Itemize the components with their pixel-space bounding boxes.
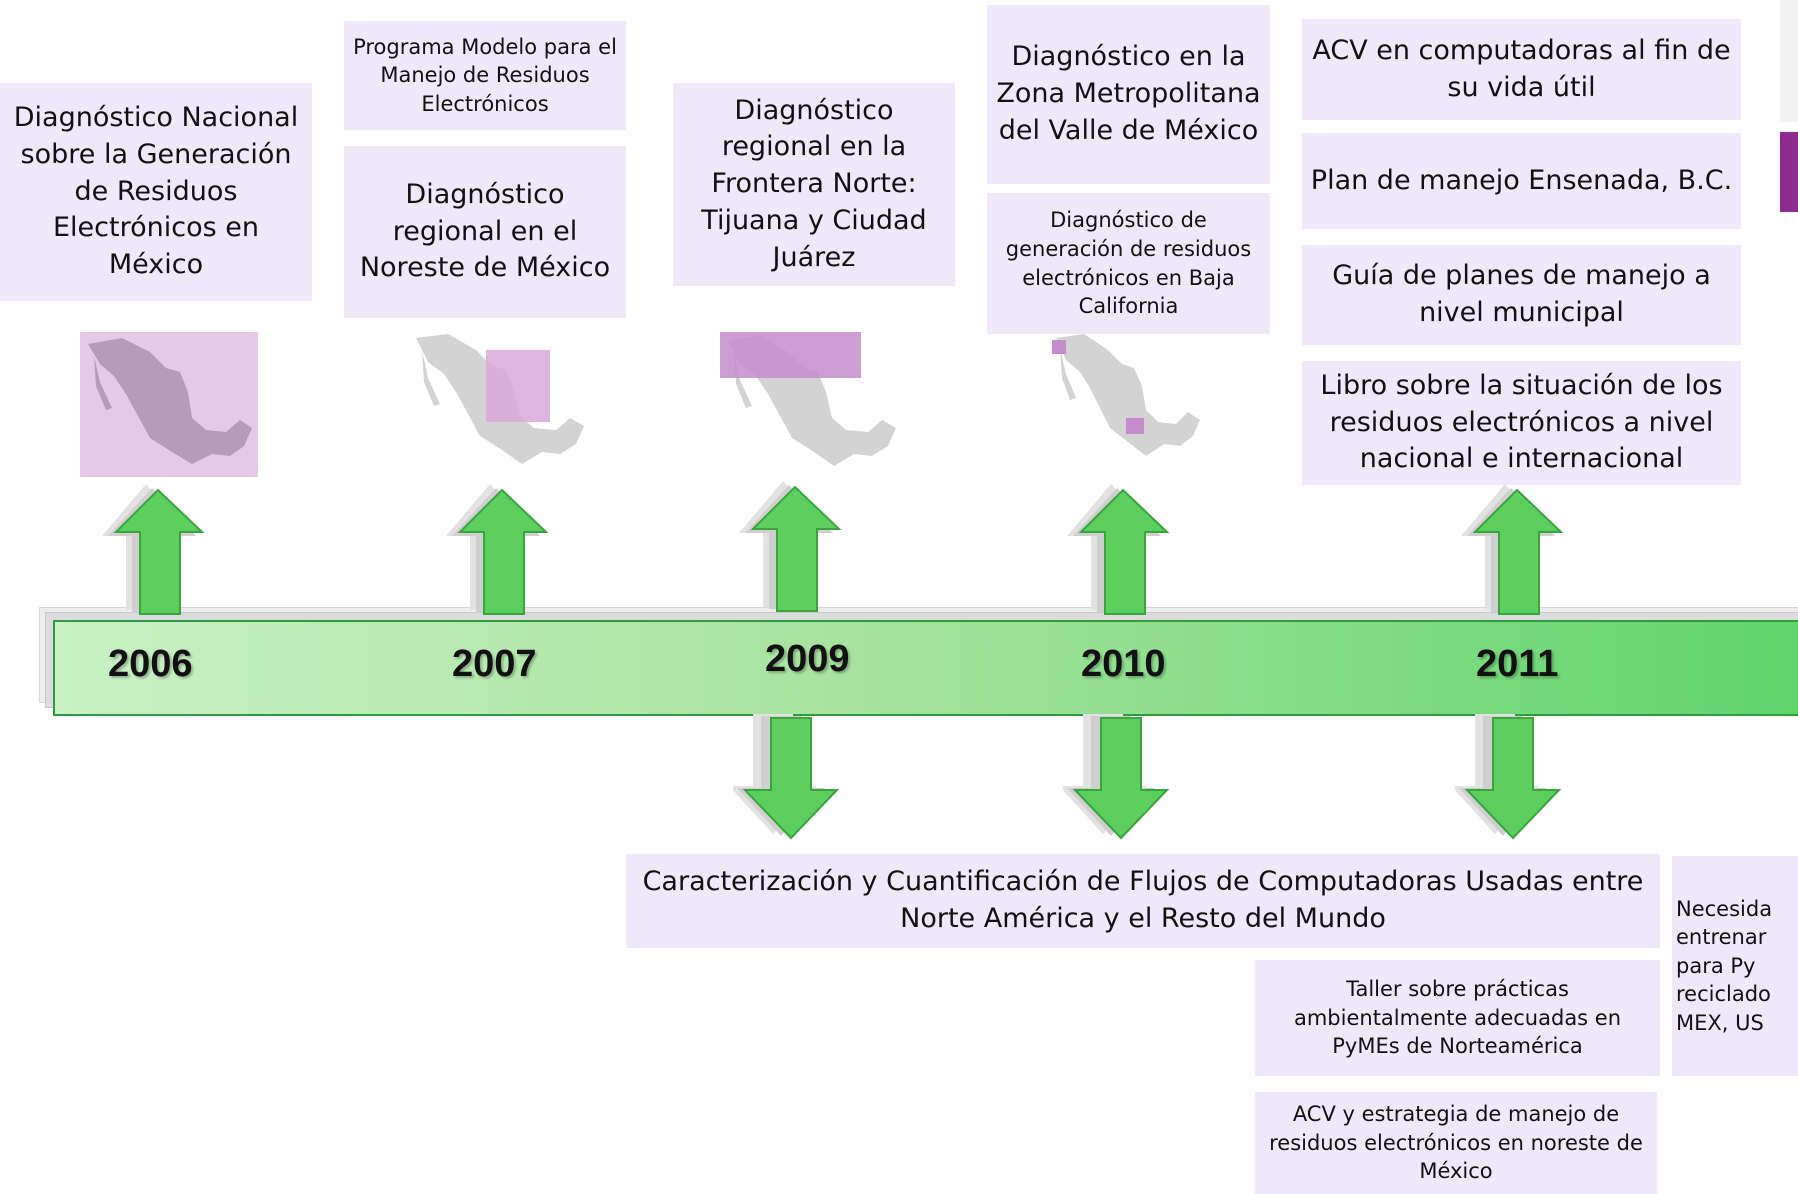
year-2009: 2009 <box>765 638 850 680</box>
box-2011-libro: Libro sobre la situación de los residuos… <box>1302 361 1741 485</box>
box-flujos: Caracterización y Cuantificación de Fluj… <box>626 854 1660 948</box>
box-2009-frontera: Diagnóstico regional en la Frontera Nort… <box>673 83 955 286</box>
timeline-bar <box>53 620 1798 716</box>
down-arrow-icon <box>733 714 840 840</box>
mexico-map-icon <box>720 332 896 466</box>
box-2007-noreste: Diagnóstico regional en el Noreste de Mé… <box>344 146 626 318</box>
box-acv-noreste: ACV y estrategia de manejo de residuos e… <box>1255 1092 1657 1194</box>
mexico-map-icon <box>416 334 584 464</box>
year-2010: 2010 <box>1081 643 1166 685</box>
box-taller: Taller sobre prácticas ambientalmente ad… <box>1255 960 1660 1076</box>
edge-panel <box>1780 0 1798 122</box>
mexico-map-icon <box>80 332 258 477</box>
year-2007: 2007 <box>452 643 537 685</box>
box-2007-programa: Programa Modelo para el Manejo de Residu… <box>344 21 626 130</box>
up-arrow-icon <box>102 484 205 615</box>
up-arrow-icon <box>1461 484 1564 615</box>
box-2010-bc: Diagnóstico de generación de residuos el… <box>987 193 1270 334</box>
box-2011-acv: ACV en computadoras al fin de su vida út… <box>1302 19 1741 120</box>
year-2011: 2011 <box>1476 643 1559 685</box>
up-arrow-icon <box>739 481 842 612</box>
box-2010-zmvm: Diagnóstico en la Zona Metropolitana del… <box>987 5 1270 184</box>
mexico-map-icon <box>1052 334 1200 456</box>
down-arrow-icon <box>1455 714 1562 840</box>
box-2011-guia: Guía de planes de manejo a nivel municip… <box>1302 245 1741 345</box>
up-arrow-icon <box>1067 484 1170 615</box>
box-2006-national: Diagnóstico Nacional sobre la Generación… <box>0 83 312 301</box>
box-necesidad: Necesida entrenar para Py reciclado MEX,… <box>1672 856 1798 1076</box>
up-arrow-icon <box>446 484 549 615</box>
edge-accent <box>1780 132 1798 212</box>
box-2011-ensenada: Plan de manejo Ensenada, B.C. <box>1302 133 1741 229</box>
down-arrow-icon <box>1063 714 1170 840</box>
year-2006: 2006 <box>108 643 193 685</box>
